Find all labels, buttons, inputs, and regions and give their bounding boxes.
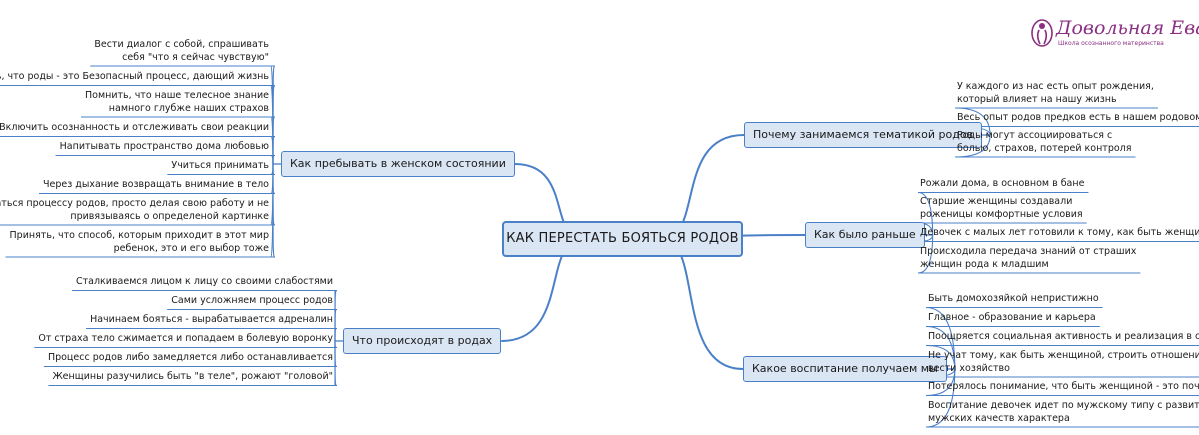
leaf-before-3[interactable]: Девочек с малых лет готовили к тому, как…: [920, 227, 1199, 238]
leaf-upbringing-5[interactable]: Потерялось понимание, что быть женщиной …: [928, 381, 1199, 392]
leaf-birth-3[interactable]: Начинаем бояться - вырабатывается адрена…: [90, 314, 333, 325]
branch-how-it-was-before[interactable]: Как было раньше: [805, 222, 925, 248]
leaf-state-2[interactable]: Понять, что роды - это Безопасный процес…: [0, 71, 269, 82]
leaf-state-4[interactable]: Включить осознанность и отслеживать свои…: [0, 122, 269, 133]
branch-what-happens-in-birth[interactable]: Что происходят в родах: [343, 328, 502, 354]
leaf-birth-5[interactable]: Процесс родов либо замедляется либо оста…: [47, 352, 333, 363]
leaf-upbringing-1[interactable]: Быть домохозяйкой непристижно: [928, 293, 1099, 304]
leaf-birth-1[interactable]: Сталкиваемся лицом к лицу со своими слаб…: [75, 276, 333, 287]
leaf-state-6[interactable]: Учиться принимать: [171, 160, 269, 171]
leaf-upbringing-6[interactable]: Воспитание девочек идет по мужскому типу…: [928, 400, 1199, 424]
leaf-before-1[interactable]: Рожали дома, в основном в бане: [920, 178, 1085, 189]
leaf-birth-6[interactable]: Женщины разучились быть "в теле", рожают…: [52, 371, 333, 382]
woman-silhouette-icon: [1031, 19, 1053, 47]
leaf-birth-2[interactable]: Сами усложняем процесс родов: [171, 295, 333, 306]
leaf-state-9[interactable]: Принять, что способ, которым приходит в …: [9, 230, 269, 254]
logo-title: Довольная Ева: [1056, 17, 1199, 39]
leaf-upbringing-4[interactable]: Не учат тому, как быть женщиной, строить…: [928, 350, 1199, 374]
connector: [925, 368, 956, 428]
branch-women-state[interactable]: Как пребывать в женском состоянии: [281, 151, 515, 177]
leaf-upbringing-3[interactable]: Поощряется социальная активность и реали…: [928, 331, 1199, 342]
leaf-birth-4[interactable]: От страха тело сжимается и попадаем в бо…: [38, 333, 333, 344]
leaf-state-7[interactable]: Через дыхание возвращать внимание в тело: [42, 179, 269, 190]
leaf-state-5[interactable]: Напитывать пространство дома любовью: [59, 141, 269, 152]
connector: [270, 154, 274, 165]
branch-upbringing[interactable]: Какое воспитание получаем мы: [743, 356, 947, 382]
branch-why-birth-topic[interactable]: Почему занимаемся тематикой родов: [744, 122, 983, 148]
connector: [270, 163, 274, 258]
central-topic[interactable]: КАК ПЕРЕСТАТЬ БОЯТЬСЯ РОДОВ: [502, 221, 743, 257]
leaf-upbringing-2[interactable]: Главное - образование и карьера: [928, 312, 1096, 323]
leaf-why-2[interactable]: Весь опыт родов предков есть в нашем род…: [957, 112, 1199, 123]
connector: [662, 238, 744, 370]
leaf-state-8[interactable]: Отдаться процессу родов, просто делая св…: [0, 198, 269, 222]
leaf-why-1[interactable]: У каждого из нас есть опыт рождения,кото…: [957, 81, 1154, 105]
logo-subtitle: Школа осознанного материнства: [1058, 40, 1164, 47]
brand-logo: Довольная Ева Школа осознанного материнс…: [1030, 16, 1199, 52]
